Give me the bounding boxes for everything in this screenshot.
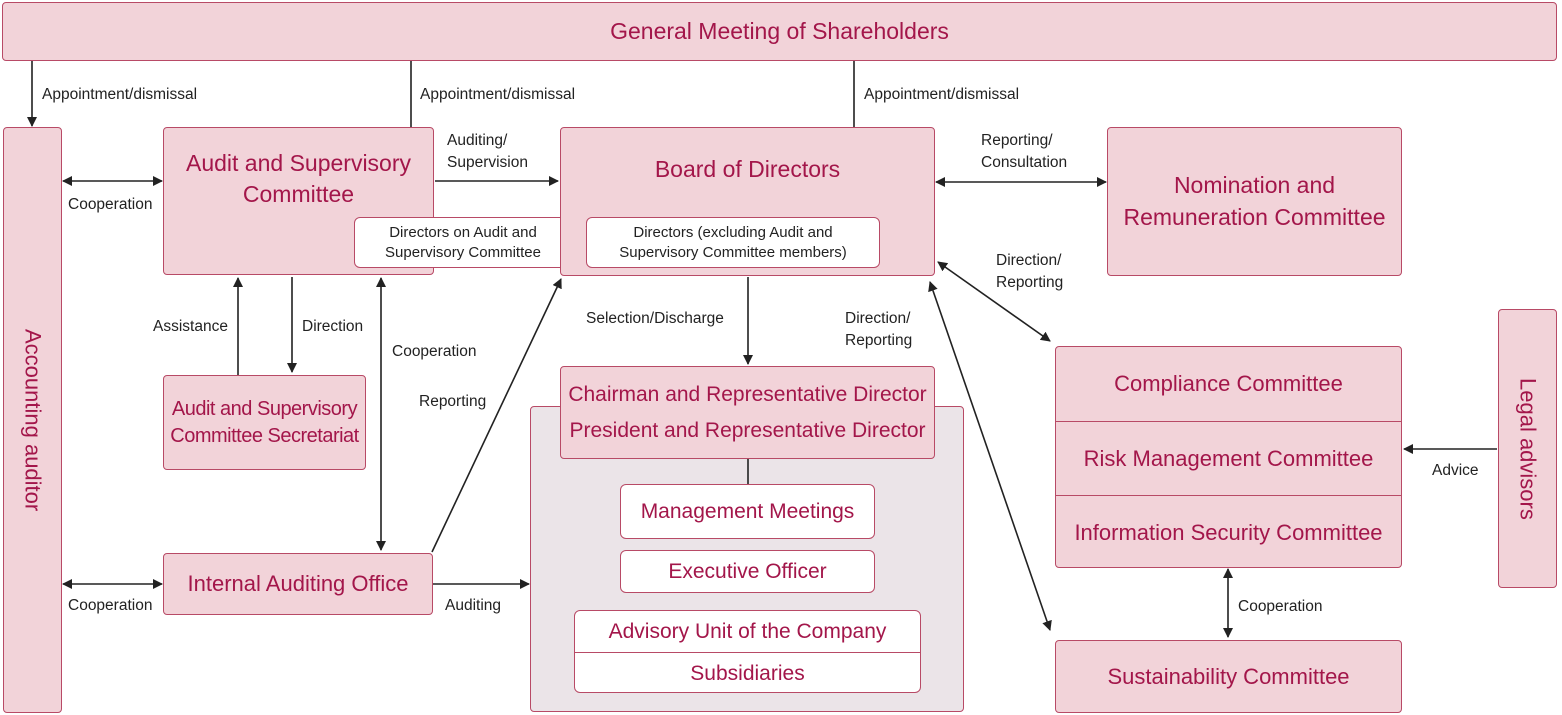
label-reporting-consultation: Reporting/ Consultation	[981, 132, 1068, 172]
secretariat-label: Audit and Supervisory Committee Secretar…	[170, 397, 359, 447]
directors-excluding-label: Directors (excluding Audit and Superviso…	[619, 224, 847, 261]
legal-advisors-box: Legal advisors	[1498, 309, 1557, 588]
label-appointment-1: Appointment/dismissal	[42, 86, 198, 103]
subsidiaries-label: Subsidiaries	[575, 652, 920, 694]
audit-committee-label: Audit and Supervisory Committee	[185, 150, 411, 208]
label-advice: Advice	[1432, 462, 1479, 479]
sustainability-box: Sustainability Committee	[1055, 640, 1402, 713]
board-label: Board of Directors	[654, 156, 841, 182]
label-direction-reporting-1: Direction/ Reporting	[996, 252, 1064, 292]
infosec-label: Information Security Committee	[1056, 495, 1401, 569]
label-direction: Direction	[302, 318, 364, 335]
directors-on-audit-box: Directors on Audit and Supervisory Commi…	[354, 217, 572, 268]
chairman-president-box: Chairman and Representative Director Pre…	[560, 366, 935, 459]
label-reporting: Reporting	[419, 393, 487, 410]
shareholders-label: General Meeting of Shareholders	[610, 17, 949, 44]
label-appointment-3: Appointment/dismissal	[864, 86, 1020, 103]
risk-label: Risk Management Committee	[1056, 421, 1401, 495]
directors-excluding-box: Directors (excluding Audit and Superviso…	[586, 217, 880, 268]
management-meetings-box: Management Meetings	[620, 484, 875, 539]
chairman-label: Chairman and Representative Director	[568, 382, 927, 406]
label-auditing: Auditing	[445, 597, 502, 614]
label-cooperation-1: Cooperation	[68, 196, 153, 213]
label-selection-discharge: Selection/Discharge	[586, 310, 724, 327]
accounting-auditor-box: Accounting auditor	[3, 127, 62, 713]
arrow-reporting	[431, 278, 562, 553]
label-assistance: Assistance	[153, 318, 228, 335]
internal-audit-label: Internal Auditing Office	[187, 571, 409, 597]
label-cooperation-4: Cooperation	[1238, 598, 1323, 615]
president-label: President and Representative Director	[569, 418, 926, 442]
legal-advisors-label: Legal advisors	[1515, 377, 1541, 520]
label-direction-reporting-2: Direction/ Reporting	[845, 310, 913, 350]
internal-audit-box: Internal Auditing Office	[163, 553, 433, 615]
management-meetings-label: Management Meetings	[640, 499, 855, 523]
label-appointment-2: Appointment/dismissal	[420, 86, 576, 103]
label-cooperation-3: Cooperation	[68, 597, 153, 614]
advisory-unit-label: Advisory Unit of the Company	[608, 619, 887, 643]
secretariat-box: Audit and Supervisory Committee Secretar…	[163, 375, 366, 470]
committee-stack: Compliance Committee Risk Management Com…	[1055, 346, 1402, 568]
compliance-label: Compliance Committee	[1114, 371, 1343, 396]
directors-on-audit-label: Directors on Audit and Supervisory Commi…	[385, 224, 541, 261]
executive-officer-label: Executive Officer	[668, 559, 827, 583]
advisory-subsidiaries-box: Advisory Unit of the Company Subsidiarie…	[574, 610, 921, 693]
label-cooperation-2: Cooperation	[392, 343, 477, 360]
accounting-auditor-label: Accounting auditor	[20, 328, 46, 512]
executive-officer-box: Executive Officer	[620, 550, 875, 593]
nomination-label: Nomination and Remuneration Committee	[1123, 172, 1386, 230]
arrow-direction-reporting-sustainability	[928, 281, 1052, 631]
shareholders-box: General Meeting of Shareholders	[2, 2, 1557, 61]
label-auditing-supervision: Auditing/ Supervision	[447, 132, 528, 172]
sustainability-label: Sustainability Committee	[1107, 663, 1350, 689]
nomination-box: Nomination and Remuneration Committee	[1107, 127, 1402, 276]
